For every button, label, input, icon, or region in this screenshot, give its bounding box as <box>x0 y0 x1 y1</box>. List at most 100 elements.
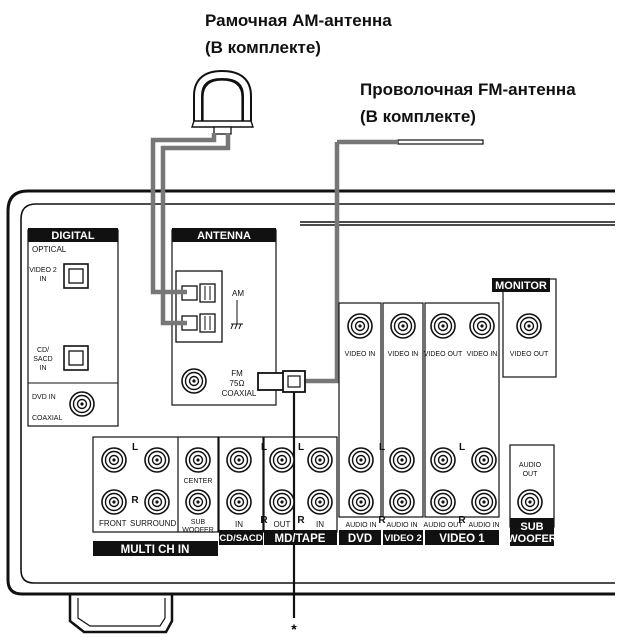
sub-woofer-in-jack[interactable] <box>185 489 211 515</box>
fm-wire-antenna <box>337 139 484 145</box>
cd-sacd-bar <box>219 530 263 545</box>
video1-video-out-jack[interactable] <box>430 313 456 339</box>
cd-sacd-header: CD/SACD <box>219 533 262 544</box>
surround-label: SURROUND <box>130 519 176 528</box>
video1-audio-in-label: AUDIO IN <box>468 522 499 529</box>
sub-woofer-audio-out-jack[interactable] <box>517 489 543 515</box>
ground-icon <box>230 318 243 330</box>
am-antenna-included-caption: (В комплекте) <box>205 38 321 57</box>
sub-label: SUB <box>191 519 206 526</box>
monitor-video-out-label: VIDEO OUT <box>510 351 549 358</box>
monitor-header: MONITOR <box>495 280 547 292</box>
fm-antenna-connector <box>257 370 306 393</box>
md-in-label: IN <box>316 520 324 529</box>
dvd-in-label: DVD IN <box>32 394 56 401</box>
am-antenna-wire-2 <box>160 133 231 326</box>
video2-in-label-1: VIDEO 2 <box>29 267 57 274</box>
fm-antenna-included-caption: (В комплекте) <box>360 107 476 126</box>
multi-ch-in-header: MULTI CH IN <box>121 544 190 556</box>
digital-section: DIGITAL OPTICAL VIDEO 2 IN CD/ SACD IN D… <box>27 228 119 427</box>
am-terminal-top[interactable] <box>181 283 216 303</box>
am-label: AM <box>232 289 244 298</box>
video1-audio-out-label: AUDIO OUT <box>424 522 464 529</box>
md-l-marker: L <box>298 442 304 453</box>
md-tape-bar <box>264 530 337 545</box>
md-tape-header: MD/TAPE <box>275 533 326 545</box>
antenna-header: ANTENNA <box>197 230 251 242</box>
front-l-jack[interactable] <box>101 447 127 473</box>
am-loop-antenna <box>191 69 254 135</box>
coaxial-label: COAXIAL <box>32 415 62 422</box>
video1-audio-out-r-jack[interactable] <box>430 489 456 515</box>
video1-video-in-label: VIDEO IN <box>467 351 498 358</box>
optical-label: OPTICAL <box>32 245 67 254</box>
fm-antenna-wire <box>306 142 340 384</box>
video1-audio-out-l-jack[interactable] <box>430 447 456 473</box>
front-label: FRONT <box>99 519 127 528</box>
fm-antenna-caption: Проволочная FM-антенна <box>360 80 576 99</box>
dvd-video-in-jack[interactable] <box>347 313 373 339</box>
sub-woofer-panel <box>509 444 555 528</box>
dvd-video-in-label: VIDEO IN <box>345 351 376 358</box>
md-in-l-jack[interactable] <box>307 447 333 473</box>
fm-coaxial-label: COAXIAL <box>222 389 257 398</box>
video2-video-in-label: VIDEO IN <box>388 351 419 358</box>
fm-75-ohm-label: 75Ω <box>230 379 245 388</box>
md-r-marker: R <box>297 515 305 526</box>
video2-header: VIDEO 2 <box>384 533 422 544</box>
video1-header: VIDEO 1 <box>439 533 485 545</box>
multi-l-marker: L <box>132 442 138 453</box>
dvd-audio-l-jack[interactable] <box>348 447 374 473</box>
center-jack[interactable] <box>185 447 211 473</box>
am-antenna-caption: Рамочная АМ-антенна <box>205 11 392 30</box>
front-r-jack[interactable] <box>101 489 127 515</box>
cd-sacd-r-jack[interactable] <box>226 489 252 515</box>
video1-r-marker: R <box>458 515 466 526</box>
dvd-l-marker: L <box>379 442 385 453</box>
multi-ch-in-bar <box>93 541 218 556</box>
video2-audio-l-jack[interactable] <box>389 447 415 473</box>
woofer-label: WOOFER <box>182 527 214 534</box>
optical-video2-jack[interactable] <box>63 263 89 289</box>
digital-header: DIGITAL <box>51 230 94 242</box>
center-label: CENTER <box>184 478 213 485</box>
cd-sacd-label-1: CD/ <box>37 347 49 354</box>
sub-audio-label-1: AUDIO <box>519 462 542 469</box>
dvd-bar <box>339 530 381 545</box>
monitor-section: MONITOR VIDEO OUT <box>492 278 557 378</box>
md-in-r-jack[interactable] <box>307 489 333 515</box>
video1-panel <box>424 302 500 518</box>
cd-sacd-l-jack[interactable] <box>226 447 252 473</box>
video2-in-label-2: IN <box>40 276 47 283</box>
cd-in-label: IN <box>235 520 243 529</box>
video1-audio-in-l-jack[interactable] <box>471 447 497 473</box>
optical-cd-sacd-jack[interactable] <box>63 345 89 371</box>
cd-md-r-marker: R <box>260 515 268 526</box>
md-out-r-jack[interactable] <box>269 489 295 515</box>
video1-l-marker: L <box>459 442 465 453</box>
sub-woofer-header-2: WOOFER <box>507 533 557 545</box>
multi-r-marker: R <box>131 495 139 506</box>
video1-video-in-jack[interactable] <box>469 313 495 339</box>
monitor-video-out-jack[interactable] <box>516 313 542 339</box>
video2-video-in-jack[interactable] <box>390 313 416 339</box>
antenna-section: ANTENNA AM FM 75Ω COAXIAL <box>171 228 277 406</box>
video2-panel <box>382 302 424 518</box>
fm-asterisk-note: * <box>291 621 297 637</box>
coaxial-dvd-jack[interactable] <box>69 391 95 417</box>
video1-video-out-label: VIDEO OUT <box>424 351 463 358</box>
receiver-chassis <box>6 189 615 634</box>
md-out-label: OUT <box>274 520 291 529</box>
video1-audio-in-r-jack[interactable] <box>471 489 497 515</box>
cd-sacd-label-3: IN <box>40 365 47 372</box>
video1-bar <box>425 530 499 545</box>
fm-label: FM <box>231 369 243 378</box>
dvd-audio-r-jack[interactable] <box>348 489 374 515</box>
sub-audio-label-2: OUT <box>523 471 539 478</box>
fm-coaxial-jack[interactable] <box>181 368 207 394</box>
video2-audio-r-jack[interactable] <box>389 489 415 515</box>
md-out-l-jack[interactable] <box>269 447 295 473</box>
surround-r-jack[interactable] <box>144 489 170 515</box>
surround-l-jack[interactable] <box>144 447 170 473</box>
